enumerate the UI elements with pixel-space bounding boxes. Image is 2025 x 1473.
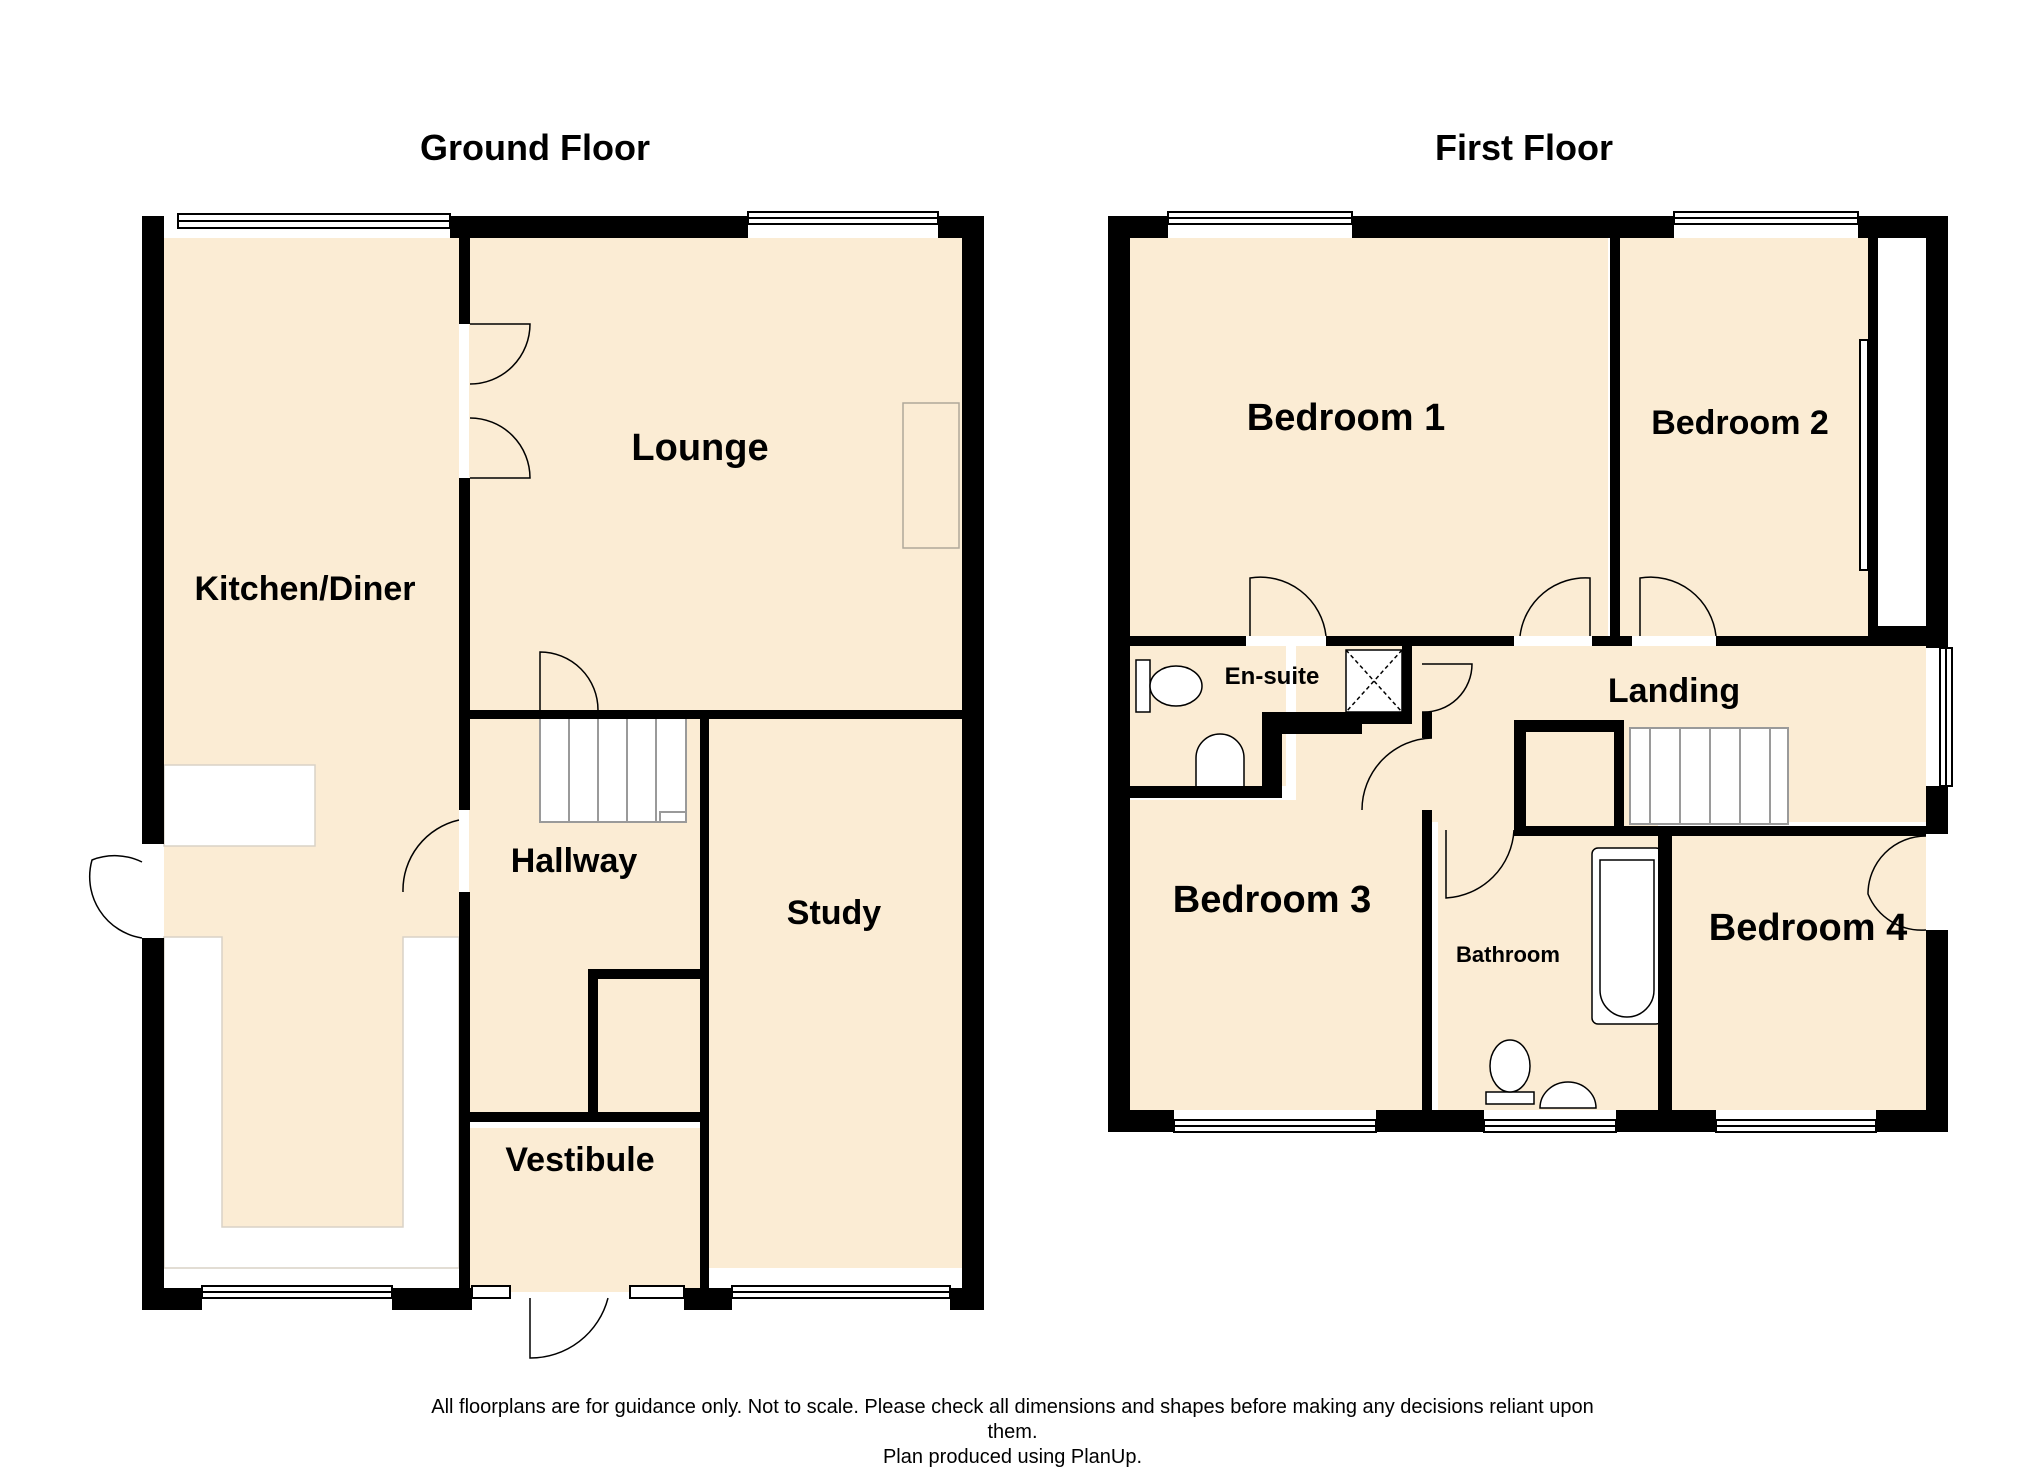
room-label-kitchen-diner: Kitchen/Diner xyxy=(194,570,415,608)
bedroom-4-door xyxy=(1867,835,1927,931)
kitchen-fixtures xyxy=(163,764,460,1269)
kitchen-hall-door xyxy=(402,819,460,893)
room-label-bedroom-3: Bedroom 3 xyxy=(1173,879,1371,921)
bedroom-1-door xyxy=(1249,576,1327,637)
ground-room-labels: Kitchen/Diner Lounge Hallway Study Vesti… xyxy=(194,427,881,1179)
room-label-hallway: Hallway xyxy=(511,842,638,880)
first-room-labels: Bedroom 1 Bedroom 2 En-suite Landing Bed… xyxy=(1173,397,1907,967)
vestibule-window-left xyxy=(471,1285,511,1299)
bedroom-2-door xyxy=(1639,576,1717,637)
bedroom-2-wardrobe-doors xyxy=(1859,339,1869,571)
lounge-hall-door xyxy=(539,651,599,711)
disclaimer: All floorplans are for guidance only. No… xyxy=(0,1395,2025,1470)
disclaimer-line-1: All floorplans are for guidance only. No… xyxy=(431,1396,1594,1418)
ground-floor-area xyxy=(164,238,962,1292)
lounge-double-door-bottom xyxy=(469,417,531,479)
ground-floor-title: Ground Floor xyxy=(420,127,650,168)
room-label-landing: Landing xyxy=(1608,672,1740,710)
room-label-bedroom-1: Bedroom 1 xyxy=(1247,397,1445,439)
front-door xyxy=(529,1297,609,1359)
first-walls xyxy=(1108,216,1948,1132)
en-suite-wc-cistern xyxy=(1135,659,1151,713)
vestibule-window-right xyxy=(629,1285,685,1299)
ground-windows xyxy=(177,211,951,1299)
first-floor-title: First Floor xyxy=(1435,127,1613,168)
bathroom-basin xyxy=(1539,1081,1597,1109)
fireplace-hearth xyxy=(902,402,960,549)
kitchen-island xyxy=(163,764,316,847)
bedroom-1-landing-door xyxy=(1519,577,1591,637)
first-floor-area xyxy=(1130,238,1926,1110)
room-label-lounge: Lounge xyxy=(631,427,768,469)
bathroom-wc xyxy=(1489,1039,1531,1093)
room-label-bedroom-4: Bedroom 4 xyxy=(1709,907,1907,949)
ground-floor-plan: Ground Floor xyxy=(88,127,984,1359)
first-doors xyxy=(1249,576,1927,931)
ground-walls xyxy=(142,216,984,1310)
disclaimer-line-2: them. xyxy=(987,1421,1038,1443)
room-label-vestibule: Vestibule xyxy=(505,1141,654,1179)
disclaimer-line-3: Plan produced using PlanUp. xyxy=(882,1446,1143,1468)
ground-stairs xyxy=(539,717,687,823)
kitchen-side-door xyxy=(88,854,143,939)
room-label-bathroom: Bathroom xyxy=(1456,942,1560,967)
first-floor-plan: First Floor xyxy=(1108,127,1953,1133)
bathroom-wc-cistern xyxy=(1485,1091,1535,1105)
room-label-en-suite: En-suite xyxy=(1225,663,1320,690)
room-label-bedroom-2: Bedroom 2 xyxy=(1651,404,1829,442)
ground-doors xyxy=(88,323,609,1359)
bedroom-3-door xyxy=(1361,737,1433,811)
room-label-study: Study xyxy=(787,894,882,932)
kitchen-worktop xyxy=(163,936,460,1269)
first-stairs xyxy=(1629,727,1789,825)
en-suite-wc xyxy=(1149,665,1203,707)
first-windows xyxy=(1167,211,1953,1133)
en-suite-door xyxy=(1421,663,1473,713)
en-suite-basin xyxy=(1195,733,1245,789)
bathroom-door xyxy=(1445,829,1515,899)
lounge-double-door-top xyxy=(469,323,531,385)
